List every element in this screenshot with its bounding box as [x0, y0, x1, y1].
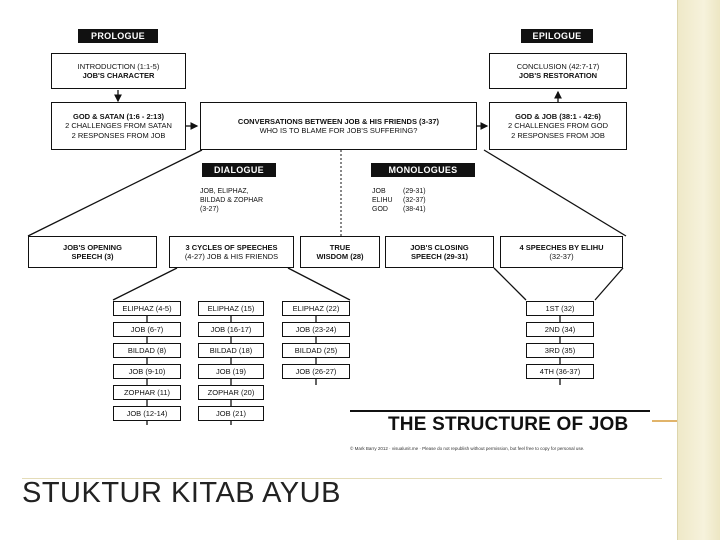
elihu-speeches-box: 4 SPEECHES BY ELIHU (32-37)	[500, 236, 623, 268]
closing-speech-ref: SPEECH (29-31)	[410, 252, 469, 261]
god-satan-box: GOD & SATAN (1:6 - 2:13) 2 CHALLENGES FR…	[51, 102, 186, 150]
epilogue-tag: EPILOGUE	[521, 29, 593, 43]
god-satan-title: GOD & SATAN (1:6 - 2:13)	[73, 111, 164, 121]
elihu-speeches-ref: (32-37)	[549, 252, 574, 261]
slide-side-bar	[677, 0, 720, 540]
opening-speech-ref: SPEECH (3)	[71, 252, 114, 261]
cycle1-speech: JOB (6-7)	[113, 322, 181, 337]
monologues-tag: MONOLOGUES	[371, 163, 475, 177]
god-satan-challenges: 2 CHALLENGES FROM SATAN	[65, 121, 172, 131]
conversations-title: CONVERSATIONS BETWEEN JOB & HIS FRIENDS …	[237, 116, 440, 126]
opening-speech-title: JOB'S OPENING	[63, 242, 122, 252]
slide-bottom-rule	[22, 478, 662, 479]
god-job-title: GOD & JOB (38:1 - 42:6)	[515, 111, 601, 121]
cycle3-speech: ELIPHAZ (22)	[282, 301, 350, 316]
conversations-box: CONVERSATIONS BETWEEN JOB & HIS FRIENDS …	[200, 102, 477, 150]
conclusion-title: JOB'S RESTORATION	[518, 71, 598, 80]
cycle3-speech: BILDAD (25)	[282, 343, 350, 358]
closing-speech-box: JOB'S CLOSING SPEECH (29-31)	[385, 236, 494, 268]
god-job-challenges: 2 CHALLENGES FROM GOD	[507, 121, 609, 131]
cycles-box: 3 CYCLES OF SPEECHES (4-27) JOB & HIS FR…	[169, 236, 294, 268]
cycle1-speech: JOB (12-14)	[113, 406, 181, 421]
true-wisdom-box: TRUE WISDOM (28)	[300, 236, 380, 268]
god-job-box: GOD & JOB (38:1 - 42:6) 2 CHALLENGES FRO…	[489, 102, 627, 150]
elihu-speeches-title: 4 SPEECHES BY ELIHU	[519, 242, 604, 252]
god-satan-responses: 2 RESPONSES FROM JOB	[71, 130, 166, 140]
true-wisdom-ref: WISDOM (28)	[316, 252, 364, 261]
introduction-box: INTRODUCTION (1:1-5) JOB'S CHARACTER	[51, 53, 186, 89]
dialogue-note-line: JOB, ELIPHAZ,	[200, 188, 249, 195]
true-wisdom-title: TRUE	[329, 242, 351, 252]
god-job-responses: 2 RESPONSES FROM JOB	[511, 130, 605, 140]
cycle3-speech: JOB (26-27)	[282, 364, 350, 379]
cycle1-speech: JOB (9-10)	[113, 364, 181, 379]
elihu-speech: 4TH (36-37)	[526, 364, 594, 379]
cycle1-speech: BILDAD (8)	[113, 343, 181, 358]
copyright-note: © Mark Barry 2012 · visualunit.me · Plea…	[350, 446, 585, 451]
cycle2-speech: ZOPHAR (20)	[198, 385, 264, 400]
monologue-name: GOD	[372, 206, 388, 214]
elihu-speech: 3RD (35)	[526, 343, 594, 358]
dialogue-note-line: (3-27)	[200, 206, 219, 214]
monologue-name: ELIHU	[372, 197, 393, 205]
heading-rule	[350, 410, 650, 412]
introduction-title: JOB'S CHARACTER	[82, 71, 155, 80]
dialogue-note-line: BILDAD & ZOPHAR	[200, 197, 264, 205]
monologue-row: GOD (38-41)	[372, 205, 426, 214]
dialogue-tag: DIALOGUE	[202, 163, 276, 177]
monologue-row: JOB (29-31)	[372, 187, 426, 196]
monologue-ref: (29-31)	[403, 188, 426, 195]
diagram-heading: THE STRUCTURE OF JOB	[388, 414, 629, 435]
monologue-ref: (38-41)	[403, 206, 426, 214]
monologues-participants: JOB (29-31) ELIHU (32-37) GOD (38-41)	[372, 187, 426, 214]
slide-title: STUKTUR KITAB AYUB	[22, 477, 341, 509]
monologue-ref: (32-37)	[403, 197, 426, 205]
monologue-name: JOB	[372, 188, 386, 195]
elihu-speech: 1ST (32)	[526, 301, 594, 316]
closing-speech-title: JOB'S CLOSING	[410, 242, 469, 252]
prologue-tag: PROLOGUE	[78, 29, 158, 43]
cycles-title: 3 CYCLES OF SPEECHES	[185, 242, 278, 252]
cycles-ref: (4-27) JOB & HIS FRIENDS	[184, 252, 279, 261]
conclusion-ref: CONCLUSION (42:7-17)	[516, 61, 600, 71]
conversations-question: WHO IS TO BLAME FOR JOB'S SUFFERING?	[259, 126, 418, 135]
cycle2-speech: BILDAD (18)	[198, 343, 264, 358]
conclusion-box: CONCLUSION (42:7-17) JOB'S RESTORATION	[489, 53, 627, 89]
monologue-row: ELIHU (32-37)	[372, 196, 426, 205]
cycle1-speech: ZOPHAR (11)	[113, 385, 181, 400]
accent-rule	[652, 420, 677, 422]
cycle2-speech: JOB (21)	[198, 406, 264, 421]
cycle2-speech: JOB (16-17)	[198, 322, 264, 337]
opening-speech-box: JOB'S OPENING SPEECH (3)	[28, 236, 157, 268]
cycle2-speech: JOB (19)	[198, 364, 264, 379]
elihu-speech: 2ND (34)	[526, 322, 594, 337]
cycle2-speech: ELIPHAZ (15)	[198, 301, 264, 316]
cycle3-speech: JOB (23-24)	[282, 322, 350, 337]
cycle1-speech: ELIPHAZ (4-5)	[113, 301, 181, 316]
introduction-ref: INTRODUCTION (1:1-5)	[77, 61, 160, 71]
dialogue-participants: JOB, ELIPHAZ, BILDAD & ZOPHAR (3-27)	[200, 187, 263, 214]
